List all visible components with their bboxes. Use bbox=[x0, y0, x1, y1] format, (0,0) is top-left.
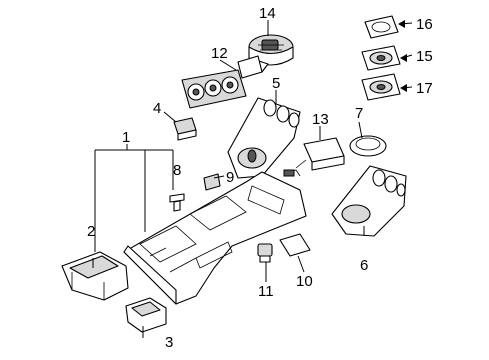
part-2-bin bbox=[61, 251, 129, 301]
callout-7: 7 bbox=[355, 105, 363, 122]
part-6-console-panel bbox=[331, 165, 407, 237]
callout-9: 9 bbox=[226, 169, 234, 186]
callout-1: 1 bbox=[122, 129, 130, 146]
part-9-clip bbox=[203, 173, 221, 191]
part-7-trim-ring bbox=[349, 135, 387, 157]
part-13-module bbox=[283, 137, 345, 177]
part-1-console-body bbox=[123, 171, 307, 305]
part-17-speaker bbox=[361, 73, 401, 101]
callout-5: 5 bbox=[272, 75, 280, 92]
callout-16: 16 bbox=[416, 16, 433, 33]
callout-labels: 1 2 3 4 5 6 7 8 9 10 11 12 13 14 15 16 1… bbox=[87, 5, 433, 351]
part-12-control-panel bbox=[181, 55, 263, 109]
part-11-switch bbox=[257, 243, 273, 263]
callout-3: 3 bbox=[165, 334, 173, 351]
part-5-console-trim bbox=[227, 97, 301, 179]
part-16-gasket bbox=[364, 15, 399, 39]
callout-12: 12 bbox=[211, 45, 228, 62]
callout-13: 13 bbox=[312, 111, 329, 128]
callout-4: 4 bbox=[153, 100, 161, 117]
callout-2: 2 bbox=[87, 223, 95, 240]
leader-lines bbox=[92, 20, 413, 338]
part-4-switch bbox=[173, 117, 197, 141]
callout-15: 15 bbox=[416, 48, 433, 65]
callout-11: 11 bbox=[258, 283, 274, 300]
callout-17: 17 bbox=[416, 80, 433, 97]
callout-10: 10 bbox=[296, 273, 313, 290]
callout-8: 8 bbox=[173, 162, 181, 179]
part-15-speaker bbox=[361, 45, 401, 71]
part-10-cover-plate bbox=[279, 233, 311, 257]
callout-6: 6 bbox=[360, 257, 368, 274]
part-8-fastener bbox=[169, 193, 185, 212]
part-3-tray bbox=[125, 297, 167, 333]
callout-14: 14 bbox=[259, 5, 276, 22]
